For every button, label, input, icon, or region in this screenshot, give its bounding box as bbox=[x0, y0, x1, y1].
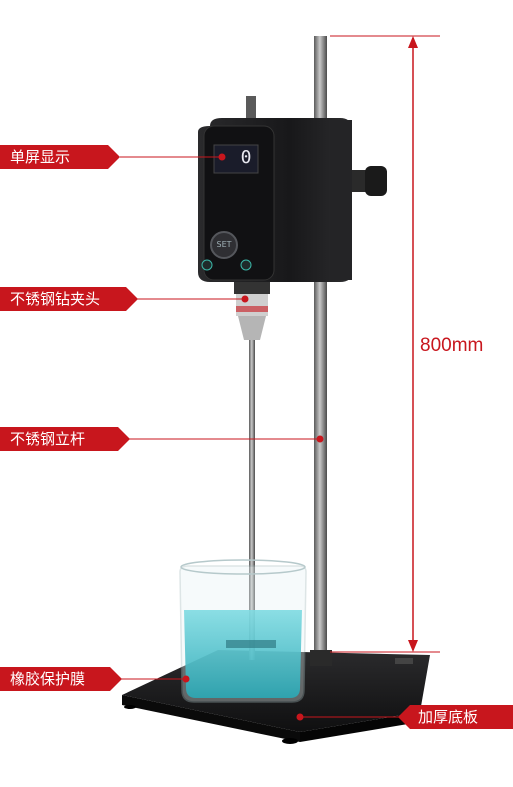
height-dimension: 800mm bbox=[420, 335, 484, 356]
label-film: 橡胶保护膜 bbox=[0, 667, 122, 691]
label-base: 加厚底板 bbox=[398, 705, 513, 729]
label-display: 单屏显示 bbox=[0, 145, 120, 169]
label-chuck: 不锈钢钻夹头 bbox=[0, 287, 138, 311]
screen-readout: 0 bbox=[240, 147, 252, 168]
motor-head bbox=[198, 118, 387, 282]
set-knob-label[interactable]: SET bbox=[216, 240, 232, 249]
label-rod: 不锈钢立杆 bbox=[0, 427, 130, 451]
dimension-line bbox=[330, 35, 440, 653]
drill-chuck bbox=[234, 282, 270, 340]
pointer-lines bbox=[120, 153, 400, 721]
beaker bbox=[179, 559, 307, 703]
stirring-shaft bbox=[249, 340, 255, 660]
